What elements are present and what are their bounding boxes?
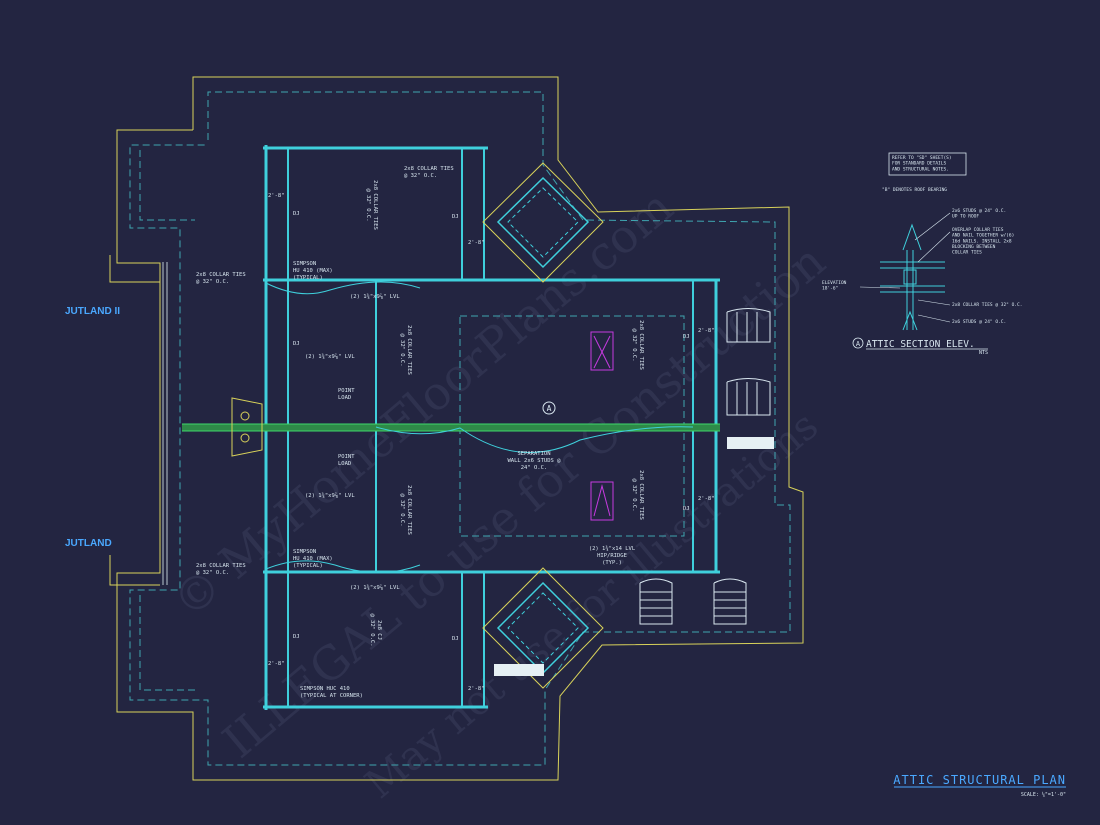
- separation-curves: [265, 281, 694, 573]
- dimension-2-8-label: 2'-8": [468, 240, 485, 246]
- section-scale: NTS: [979, 350, 988, 356]
- exterior-wall-outline: [109, 76, 804, 781]
- dimension-2-8-label: 2'-8": [268, 661, 285, 667]
- elev-note-3-label: 2x8 COLLAR TIES @ 32" O.C.: [952, 302, 1022, 308]
- dj-label: DJ: [293, 211, 300, 217]
- dj-label: DJ: [683, 506, 690, 512]
- simpson-corner-label: SIMPSON HUC 410(TYPICAL AT CORNER): [300, 686, 363, 699]
- collar-ties-top-right-label: 2x8 COLLAR TIES@ 32" O.C.: [404, 166, 454, 179]
- dj-label: DJ: [293, 634, 300, 640]
- collar-tie-tag-right: [727, 437, 774, 449]
- collar-ties-vert-center-lower-label: 2x8 COLLAR TIES@ 32" O.C.: [631, 470, 644, 520]
- lvl-mid-lower-label: (2) 1¾"x9⅞" LVL: [305, 492, 355, 499]
- dj-label: DJ: [452, 636, 459, 642]
- dimension-2-8-label: 2'-8": [468, 686, 485, 692]
- collar-ties-left-lower-label: 2x8 COLLAR TIES@ 32" O.C.: [196, 563, 246, 576]
- section-marker-label: A: [547, 404, 552, 413]
- lvl-mid-upper-label: (2) 1¾"x9⅞" LVL: [305, 353, 355, 360]
- left-column-lines: [162, 262, 168, 585]
- collar-ties-left-upper-label: 2x8 COLLAR TIES@ 32" O.C.: [196, 272, 246, 285]
- bearing-note-label: "B" DENOTES ROOF BEARING: [882, 187, 947, 193]
- plan-title: ATTIC STRUCTURAL PLAN: [893, 773, 1066, 787]
- roof-dashed-outline: [129, 91, 791, 766]
- attic-vents: [590, 331, 614, 521]
- skylight-top: [482, 162, 604, 283]
- annotation-labels: 2x8 COLLAR TIES@ 32" O.C. 2x8 COLLAR TIES…: [196, 155, 1022, 699]
- leader-lines: [859, 212, 951, 323]
- collar-ties-vert-center-upper-label: 2x8 COLLAR TIES@ 32" O.C.: [399, 325, 412, 375]
- collar-tie-tag-bottom: [494, 664, 544, 676]
- elev-note-4-label: 2x6 STUDS @ 24" O.C.: [952, 319, 1006, 325]
- section-drawing: [880, 223, 945, 331]
- dormer-windows: [639, 308, 771, 625]
- collar-ties-vert-center-upper-label: 2x8 COLLAR TIES@ 32" O.C.: [631, 320, 644, 370]
- lvl-upper-label: (2) 1¾"x9⅞" LVL: [350, 293, 400, 300]
- dj-label: DJ: [452, 214, 459, 220]
- lvl-lower-label: (2) 1¾"x9⅞" LVL: [350, 584, 400, 591]
- section-marker-circle: [542, 401, 556, 415]
- plan-title-block: ATTIC STRUCTURAL PLAN SCALE: ¼"=1'-0": [893, 773, 1066, 798]
- section-title: ATTIC SECTION ELEV.: [866, 339, 975, 350]
- notes-box-label: REFER TO "SD" SHEET(S)FOR STANDARD DETAI…: [892, 155, 952, 172]
- plan-scale: SCALE: ¼"=1'-0": [1021, 792, 1066, 798]
- elev-note-1-label: 2x6 STUDS @ 24" O.C.UP TO ROOF: [952, 208, 1006, 220]
- collar-ties-vert-upper-label: 2x8 COLLAR TIES@ 32" O.C.: [365, 180, 378, 230]
- ridge-line: [182, 423, 720, 432]
- collar-ties-vert-lower-label: 2x8 CJ@ 32" O.C.: [369, 613, 382, 646]
- section-ref-circle: [852, 337, 864, 349]
- notes-box: [888, 152, 967, 176]
- section-ref-letter: A: [856, 340, 861, 348]
- dimension-2-8-label: 2'-8": [268, 193, 285, 199]
- dj-label: DJ: [293, 341, 300, 347]
- watermark: © MyHomeFloorPlans.com ILLEGAL to use fo…: [162, 179, 835, 807]
- jutland-label: JUTLAND: [65, 538, 112, 549]
- dimension-2-8-label: 2'-8": [698, 328, 715, 334]
- dj-label: DJ: [683, 334, 690, 340]
- attic-section-detail: A ATTIC SECTION ELEV. NTS: [852, 152, 988, 356]
- dimension-2-8-label: 2'-8": [698, 496, 715, 502]
- jutland-ii-label: JUTLAND II: [65, 306, 120, 317]
- chimney-box: [231, 397, 263, 457]
- collar-ties-vert-center-lower-label: 2x8 COLLAR TIES@ 32" O.C.: [399, 485, 412, 535]
